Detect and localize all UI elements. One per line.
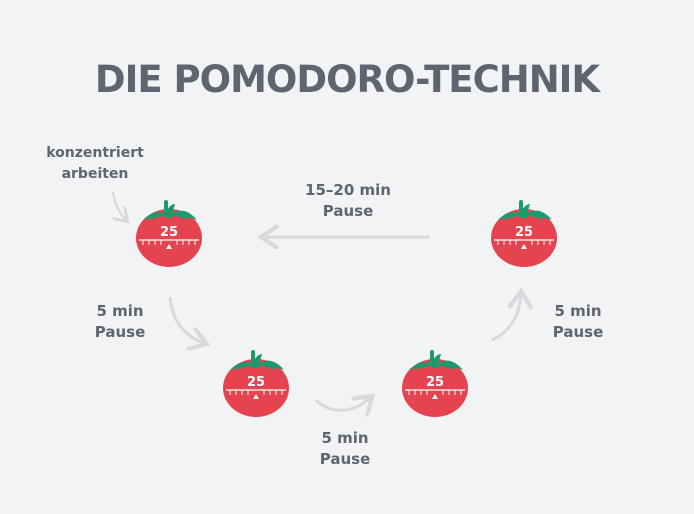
- label-line: konzentriert: [46, 145, 144, 161]
- timer-value: 25: [160, 225, 178, 240]
- page-title: DIE POMODORO-TECHNIK: [94, 58, 600, 101]
- label-break-left: 5 min Pause: [80, 301, 160, 343]
- tomato-timer-bottom-right: 25: [400, 350, 470, 419]
- timer-value: 25: [426, 375, 444, 390]
- arrow-work: [111, 191, 126, 220]
- tomato-timer-top-right: 25: [489, 200, 559, 269]
- label-line: arbeiten: [61, 166, 129, 182]
- label-line: Pause: [319, 450, 371, 468]
- label-break-right: 5 min Pause: [538, 301, 618, 343]
- label-line: Pause: [322, 202, 374, 220]
- arrow-break-left: [168, 296, 204, 343]
- label-break-bottom: 5 min Pause: [305, 428, 385, 470]
- label-line: Pause: [552, 323, 604, 341]
- label-line: 5 min: [321, 429, 369, 447]
- arrow-break-right: [491, 294, 521, 342]
- label-line: Pause: [94, 323, 146, 341]
- tomato-timer-top-left: 25: [134, 200, 204, 269]
- label-line: 5 min: [554, 302, 602, 320]
- timer-value: 25: [515, 225, 533, 240]
- label-work: konzentriert arbeiten: [40, 143, 150, 185]
- tomato-timer-bottom-left: 25: [221, 350, 291, 419]
- arrow-break-bottom: [314, 398, 370, 410]
- label-line: 15–20 min: [305, 181, 391, 199]
- label-line: 5 min: [96, 302, 144, 320]
- label-long-break: 15–20 min Pause: [288, 180, 408, 222]
- timer-value: 25: [247, 375, 265, 390]
